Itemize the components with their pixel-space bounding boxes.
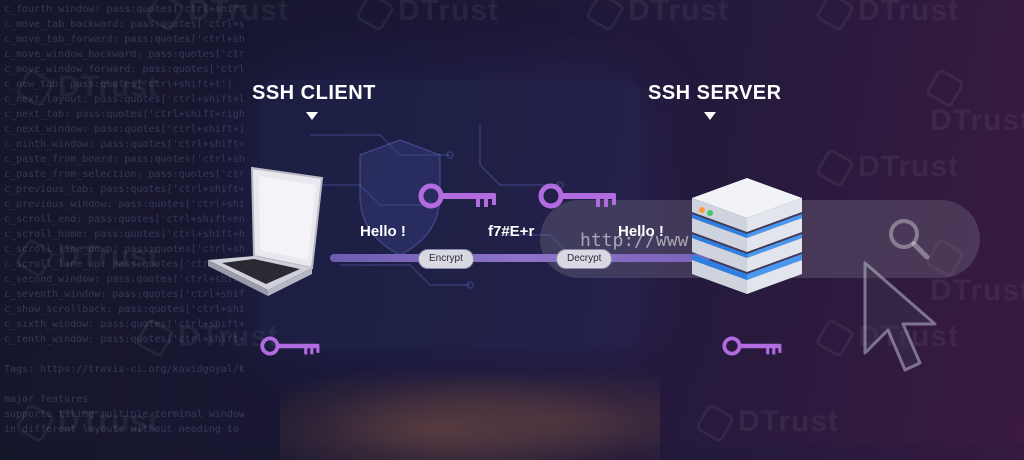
background-code-line: c_fourth_window: pass:quotes['ctrl+shift…: [4, 4, 244, 15]
background-code-line: c_scroll_home: pass:quotes['ctrl+shift+h…: [4, 229, 244, 240]
search-icon: [889, 219, 930, 260]
watermark: DTrust: [694, 402, 839, 444]
watermark: DTrust: [144, 0, 289, 33]
background-code-line: c_second_window: pass:quotes['ctrl+shift…: [4, 274, 244, 285]
background-code-line: c_move_tab_backward: pass:quotes['ctrl+s…: [4, 19, 244, 30]
key-icon: [260, 336, 320, 356]
key-icon: [538, 183, 616, 209]
background-code-line: c_next_window: pass:quotes['ctrl+shift+]…: [4, 124, 244, 135]
server-icon: [692, 178, 802, 294]
typing-hands-photo: [280, 360, 660, 460]
background-code-line: c_next_tab: pass:quotes['ctrl+shift+righ…: [4, 109, 244, 120]
chevron-down-icon: [306, 112, 318, 120]
background-code-line: supports tiling multiple terminal window…: [4, 409, 244, 420]
background-code-line: Tags: https://travis-ci.org/kovidgoyal/k…: [4, 364, 244, 375]
watermark: DTrust: [14, 67, 159, 109]
plaintext-message-server: Hello !: [618, 223, 664, 240]
key-icon: [722, 336, 782, 356]
background-code-line: c_new_tab: pass:quotes['ctrl+shift+t']: [4, 79, 233, 90]
background-code-line: c_paste_from_board: pass:quotes['ctrl+sh…: [4, 154, 244, 165]
chevron-down-icon: [704, 112, 716, 120]
background-code-line: c_paste_from_selection: pass:quotes['ctr…: [4, 169, 244, 180]
watermark: DTrust: [134, 317, 279, 359]
background-code-line: c_ninth_window: pass:quotes['ctrl+shift+…: [4, 139, 244, 150]
encrypt-label: Encrypt: [418, 249, 474, 269]
browser-url-text: http://www: [580, 230, 689, 251]
plaintext-message-client: Hello !: [360, 223, 406, 240]
background-code-line: c_previous_tab: pass:quotes['ctrl+shift+…: [4, 184, 244, 195]
ssh-client-label: SSH CLIENT: [252, 82, 376, 104]
background-code-line: c_next_layout: pass:quotes['ctrl+shift+l…: [4, 94, 244, 105]
background-code-line: c_scroll_line_up: pass:quotes['ctrl+shif…: [4, 259, 244, 270]
watermark: DTrust: [354, 0, 499, 33]
circuit-pattern: [310, 125, 571, 289]
background-code-line: c_tenth_window: pass:quotes['ctrl+shift+…: [4, 334, 244, 345]
watermark: DTrust: [814, 0, 959, 33]
background-code: c_fourth_window: pass:quotes['ctrl+shift…: [0, 0, 244, 447]
background-code-line: c_scroll_end: pass:quotes['ctrl+shift+en…: [4, 214, 244, 225]
background-code-line: c_scroll_line_down: pass:quotes['ctrl+sh…: [4, 244, 244, 255]
background-code-line: c_seventh_window: pass:quotes['ctrl+shif…: [4, 289, 244, 300]
cursor-icon: [863, 261, 937, 372]
watermark: DTrust: [924, 237, 1024, 308]
watermark: DTrust: [584, 0, 729, 33]
watermark: DTrust: [14, 402, 159, 444]
background-code-line: c_move_tab_forward: pass:quotes['ctrl+sh…: [4, 34, 244, 45]
ciphertext-message: f7#E+r: [488, 223, 535, 240]
background-code-line: c_sixth_window: pass:quotes['ctrl+shift+…: [4, 319, 244, 330]
background-code-line: c_move_window_forward: pass:quotes['ctrl…: [4, 64, 244, 75]
watermark: DTrust: [924, 67, 1024, 138]
laptop-screen-glow: [260, 80, 640, 350]
background-code-line: c_show_scrollback: pass:quotes['ctrl+shi…: [4, 304, 244, 315]
decrypt-label: Decrypt: [556, 249, 613, 269]
background-code-line: [4, 377, 244, 392]
key-icon: [418, 183, 496, 209]
connection-line: [330, 254, 710, 262]
background-code-line: major features: [4, 394, 89, 405]
background-code-line: c_move_window_backward: pass:quotes['ctr…: [4, 49, 244, 60]
background-code-line: in different layouts without needing to …: [4, 424, 239, 435]
watermark: DTrust: [14, 237, 159, 279]
background-code-line: c_previous_window: pass:quotes['ctrl+shi…: [4, 199, 244, 210]
watermark: DTrust: [814, 147, 959, 189]
laptop-icon: [208, 166, 324, 296]
ssh-server-label: SSH SERVER: [648, 82, 782, 104]
